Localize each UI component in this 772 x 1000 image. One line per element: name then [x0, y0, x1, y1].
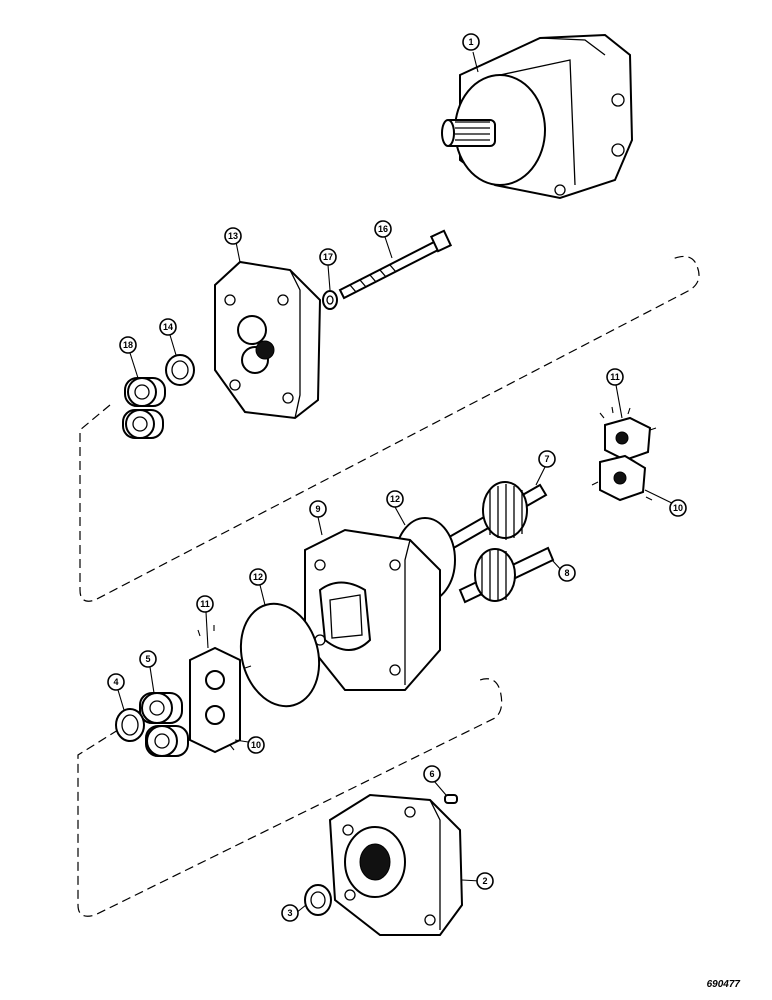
bearing-pair-upper — [122, 377, 166, 439]
alignment-ticks — [197, 406, 657, 751]
callout-label: 11 — [200, 599, 210, 609]
seal-ring-upper — [165, 354, 195, 386]
callout-5: 5 — [139, 650, 157, 668]
drive-gear-shaft — [428, 481, 548, 560]
figure-reference-code: 690477 — [706, 979, 740, 990]
assembled-pump — [441, 33, 634, 200]
callout-17: 17 — [319, 248, 337, 266]
callout-9: 9 — [309, 500, 327, 518]
callout-label: 6 — [429, 769, 434, 779]
callout-4: 4 — [107, 673, 125, 691]
callout-label: 5 — [145, 654, 150, 664]
callout-1: 1 — [462, 33, 480, 51]
shaft-seal — [304, 884, 332, 916]
callout-11-upper: 11 — [606, 368, 624, 386]
bolt — [338, 229, 453, 300]
end-cover — [214, 260, 322, 420]
callout-label: 2 — [482, 876, 487, 886]
mounting-flange — [328, 793, 464, 936]
callout-label: 4 — [113, 677, 118, 687]
washer — [322, 290, 338, 310]
callout-7: 7 — [538, 450, 556, 468]
callout-label: 13 — [228, 231, 238, 241]
dashed-group-outline-upper — [79, 255, 700, 602]
callout-label: 8 — [564, 568, 569, 578]
wear-plate-left — [189, 646, 241, 754]
callout-label: 16 — [378, 224, 388, 234]
callout-label: 10 — [673, 503, 683, 513]
callout-14: 14 — [159, 318, 177, 336]
callout-3: 3 — [281, 904, 299, 922]
callout-label: 18 — [123, 340, 133, 350]
callout-6: 6 — [423, 765, 441, 783]
callout-18: 18 — [119, 336, 137, 354]
callout-13: 13 — [224, 227, 242, 245]
callout-label: 11 — [610, 372, 620, 382]
o-ring-lower — [239, 602, 321, 708]
leader-lines — [117, 51, 681, 914]
idler-gear-shaft — [458, 546, 555, 604]
callout-label: 9 — [315, 504, 320, 514]
callout-label: 17 — [323, 252, 333, 262]
callout-label: 12 — [390, 494, 400, 504]
callout-label: 3 — [287, 908, 292, 918]
gear-housing — [304, 528, 441, 691]
callout-2: 2 — [476, 872, 494, 890]
callout-label: 14 — [163, 322, 173, 332]
seal-ring-lower — [115, 708, 145, 742]
callout-label: 12 — [253, 572, 263, 582]
callout-16: 16 — [374, 220, 392, 238]
callout-12-upper: 12 — [386, 490, 404, 508]
callout-label: 1 — [468, 37, 473, 47]
callout-11-lower: 11 — [196, 595, 214, 613]
callout-10-lower: 10 — [247, 736, 265, 754]
wear-plate-upper-right — [599, 416, 652, 502]
callout-12-lower: 12 — [249, 568, 267, 586]
callout-10-upper: 10 — [669, 499, 687, 517]
callout-label: 10 — [251, 740, 261, 750]
callout-label: 7 — [544, 454, 549, 464]
callout-8: 8 — [558, 564, 576, 582]
dowel-pin — [444, 794, 458, 804]
bearing-pair-lower — [139, 692, 189, 757]
dashed-group-outline-lower — [77, 678, 503, 917]
